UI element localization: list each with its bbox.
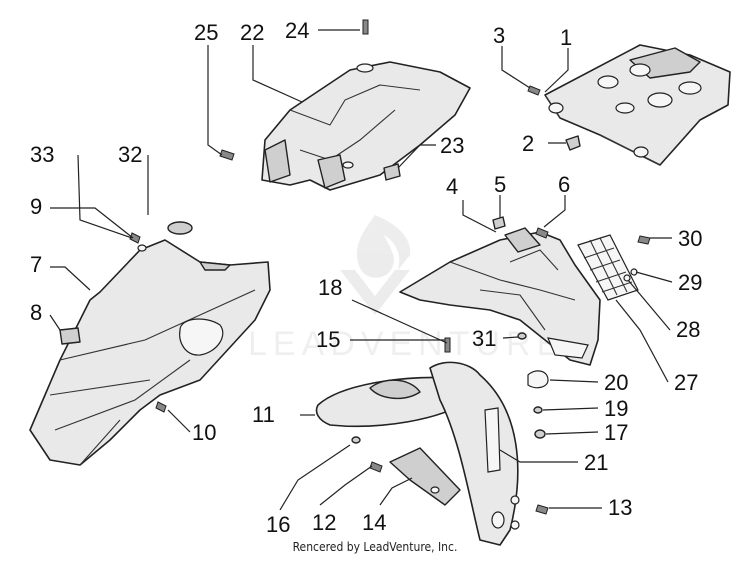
part-28-29-30-hardware xyxy=(623,235,651,282)
part-11-mudguard xyxy=(315,376,473,428)
callout-13: 13 xyxy=(608,495,632,520)
part-4-license-bracket xyxy=(399,227,601,366)
callout-25: 25 xyxy=(194,20,218,45)
part-24-screw xyxy=(362,19,369,35)
part-10-screw xyxy=(155,401,167,413)
part-33-washer xyxy=(137,244,147,252)
part-22-rear-cover xyxy=(261,61,471,191)
part-8-bracket xyxy=(59,327,81,345)
watermark-logo xyxy=(340,215,411,315)
callout-9: 9 xyxy=(30,194,42,219)
callout-15: 15 xyxy=(316,327,340,352)
callout-4: 4 xyxy=(446,174,458,199)
part-12-screw xyxy=(369,461,383,473)
part-32-cap xyxy=(167,221,193,235)
callout-30: 30 xyxy=(678,226,702,251)
callout-2: 2 xyxy=(522,131,534,156)
callout-32: 32 xyxy=(118,142,142,167)
callout-1: 1 xyxy=(560,25,572,50)
part-16-nut xyxy=(351,436,361,444)
callout-23: 23 xyxy=(440,133,464,158)
callout-11: 11 xyxy=(252,402,275,427)
callout-3: 3 xyxy=(493,23,505,48)
callout-6: 6 xyxy=(558,172,570,197)
callout-12: 12 xyxy=(312,510,336,535)
callout-labels: 1 2 3 4 5 6 7 8 9 10 11 12 13 14 15 16 1… xyxy=(30,18,702,537)
footer-credit: Rencered by LeadVenture, Inc. xyxy=(292,540,458,554)
callout-28: 28 xyxy=(676,317,700,342)
leader-lines xyxy=(49,29,673,511)
callout-21: 21 xyxy=(584,450,608,475)
part-27-reflector xyxy=(577,234,639,301)
callout-31: 31 xyxy=(472,326,496,351)
callout-14: 14 xyxy=(362,510,386,535)
part-15-18-screw xyxy=(444,337,451,353)
part-2-clip xyxy=(565,135,581,151)
callout-27: 27 xyxy=(674,370,698,395)
part-1-top-cover xyxy=(544,44,731,166)
part-17-19-20-hardware xyxy=(527,370,549,439)
callout-19: 19 xyxy=(604,396,628,421)
watermark-text: LEADVENTURE xyxy=(248,325,565,363)
callout-29: 29 xyxy=(678,270,702,295)
callout-18: 18 xyxy=(318,275,342,300)
part-3-screw xyxy=(527,85,541,96)
part-25-screw xyxy=(219,149,235,161)
part-6-screw xyxy=(535,227,549,239)
callout-5: 5 xyxy=(494,172,506,197)
part-31-nut xyxy=(517,332,527,340)
callout-33: 33 xyxy=(30,142,54,167)
part-23-clip xyxy=(383,163,401,181)
part-13-screw xyxy=(535,504,549,515)
part-5-nut xyxy=(492,216,506,230)
part-14-bracket xyxy=(389,447,461,506)
callout-24: 24 xyxy=(285,18,309,43)
callout-7: 7 xyxy=(30,252,42,277)
part-7-rear-fender xyxy=(29,239,271,466)
callout-17: 17 xyxy=(604,420,628,445)
callout-16: 16 xyxy=(266,512,290,537)
callout-10: 10 xyxy=(192,420,216,445)
part-21-front-fender xyxy=(429,361,520,546)
callout-8: 8 xyxy=(30,300,42,325)
callout-20: 20 xyxy=(604,370,628,395)
callout-22: 22 xyxy=(240,20,264,45)
